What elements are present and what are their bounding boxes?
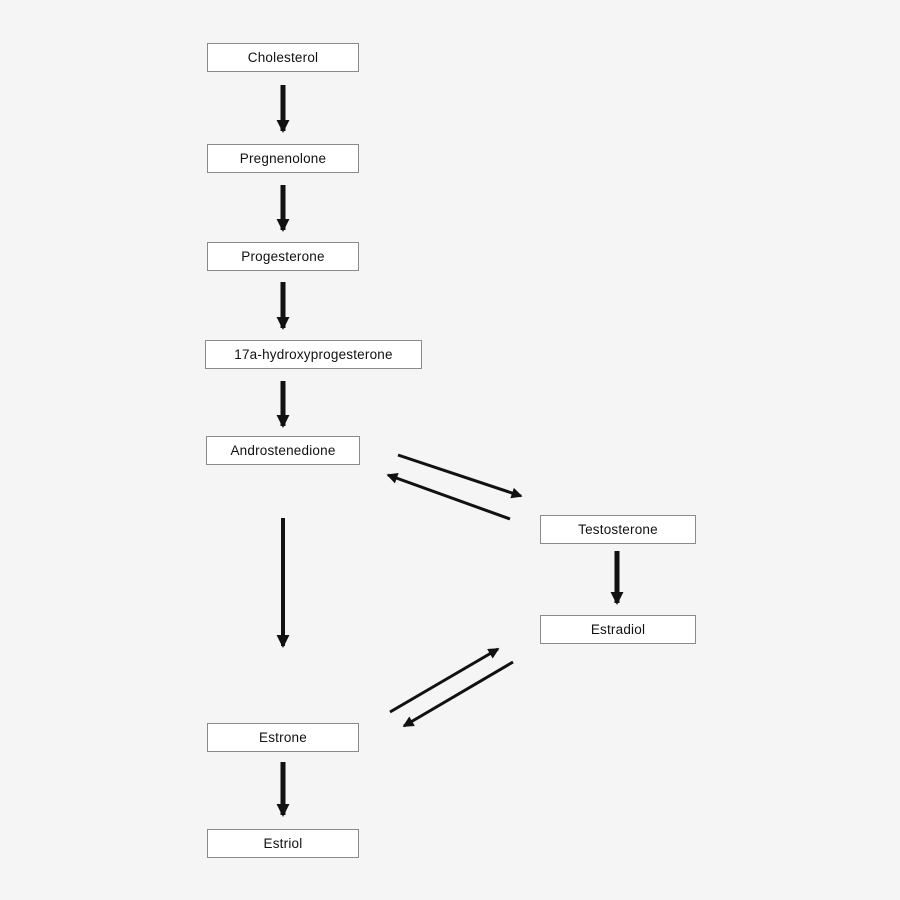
node-estradiol: Estradiol: [540, 615, 696, 644]
node-androstenedione: Androstenedione: [206, 436, 360, 465]
node-testosterone: Testosterone: [540, 515, 696, 544]
arrow-estradiol-to-estrone-icon: [402, 660, 514, 728]
arrow-androstenedione-to-testosterone-icon: [397, 453, 523, 499]
node-estriol: Estriol: [207, 829, 359, 858]
node-pregnenolone: Pregnenolone: [207, 144, 359, 173]
arrow-testosterone-to-androstenedione-icon: [386, 472, 511, 521]
node-17a-hydroxyprogesterone: 17a-hydroxyprogesterone: [205, 340, 422, 369]
node-estrone: Estrone: [207, 723, 359, 752]
node-cholesterol: Cholesterol: [207, 43, 359, 72]
node-progesterone: Progesterone: [207, 242, 359, 271]
arrow-estrone-to-estradiol-icon: [389, 647, 500, 714]
